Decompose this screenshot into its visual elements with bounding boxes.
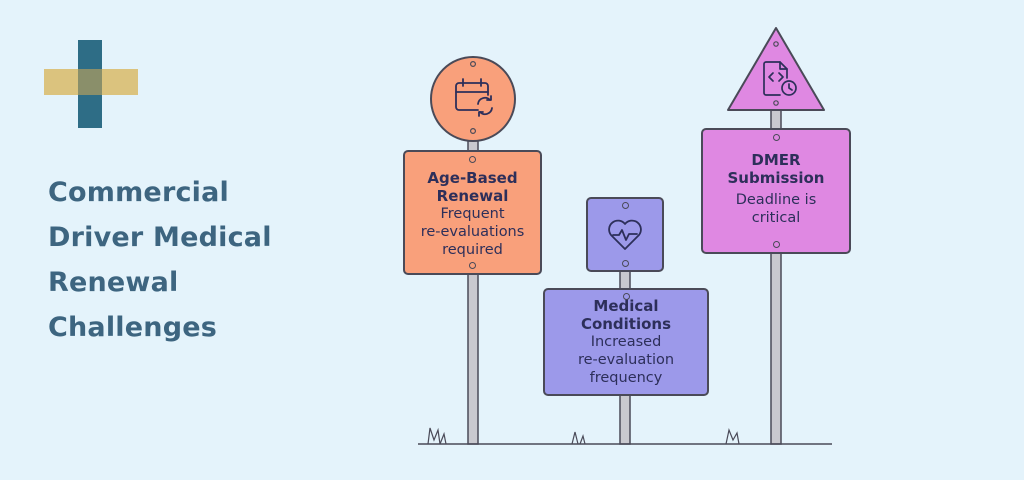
heart-pulse-icon bbox=[608, 219, 642, 250]
title-line: Commercial bbox=[48, 177, 229, 208]
age-based-renewal-sign: Age-Based Renewal Frequent re-evaluation… bbox=[403, 150, 542, 275]
bolt-hole bbox=[621, 202, 629, 209]
sign-text: Increased bbox=[590, 334, 662, 350]
sign-text: re-evaluation bbox=[577, 352, 675, 368]
age-circle-sign bbox=[430, 56, 516, 142]
sign-heading: Renewal bbox=[436, 187, 509, 205]
sign-text: required bbox=[442, 242, 503, 258]
medical-conditions-sign: Medical Conditions Increased re-evaluati… bbox=[543, 288, 709, 396]
sign-heading: Age-Based bbox=[427, 169, 518, 187]
title-line: Challenges bbox=[48, 312, 218, 343]
grass-tuft bbox=[427, 427, 740, 445]
sign-text: re-evaluations bbox=[420, 224, 525, 240]
sign-heading: Submission bbox=[727, 169, 825, 187]
sign-heading: Medical bbox=[593, 297, 659, 315]
title-line: Driver Medical bbox=[48, 222, 272, 253]
dmer-submission-sign: DMER Submission Deadline is critical bbox=[701, 128, 851, 254]
sign-heading: DMER bbox=[751, 151, 801, 169]
bolt-hole bbox=[621, 260, 629, 267]
dmer-triangle-sign bbox=[727, 27, 825, 111]
sign-text: critical bbox=[751, 210, 801, 226]
page-title: Commercial Driver Medical Renewal Challe… bbox=[48, 170, 308, 350]
sign-text: frequency bbox=[589, 370, 663, 386]
bolt-hole bbox=[772, 241, 780, 248]
heart-sign bbox=[586, 197, 664, 272]
bolt-hole bbox=[469, 156, 476, 163]
brand-logo bbox=[44, 40, 138, 128]
sign-text: Frequent bbox=[440, 206, 505, 222]
title-line: Renewal bbox=[48, 267, 179, 298]
document-clock-icon bbox=[763, 61, 797, 96]
calendar-refresh-icon bbox=[455, 78, 493, 117]
bolt-hole bbox=[772, 134, 780, 141]
sign-heading: Conditions bbox=[580, 315, 672, 333]
sign-text: Deadline is bbox=[735, 192, 817, 208]
bolt-hole bbox=[622, 293, 630, 300]
bolt-hole bbox=[469, 262, 476, 269]
